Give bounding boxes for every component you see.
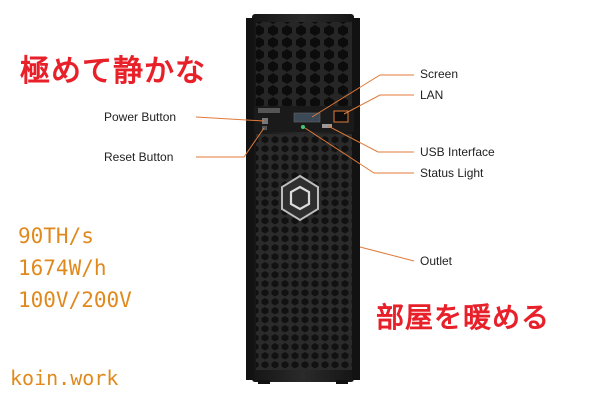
reset-button-icon bbox=[262, 126, 267, 130]
headline-bottom: 部屋を暖める bbox=[376, 301, 551, 334]
callout-outlet: Outlet bbox=[420, 254, 453, 268]
spec-hashrate: 90TH/s bbox=[18, 224, 94, 248]
upper-grille bbox=[256, 22, 352, 106]
device-foot-left bbox=[258, 380, 270, 384]
device-side-right bbox=[352, 18, 360, 380]
spec-power: 1674W/h bbox=[18, 256, 107, 280]
power-button-icon bbox=[262, 118, 268, 124]
callout-usb-interface: USB Interface bbox=[420, 145, 495, 159]
callout-lan: LAN bbox=[420, 88, 444, 102]
headline-top: 極めて静かな bbox=[20, 54, 206, 89]
spec-voltage: 100V/200V bbox=[18, 288, 132, 312]
status-light-icon bbox=[301, 125, 305, 129]
screen-icon bbox=[293, 112, 321, 123]
callout-screen: Screen bbox=[420, 67, 459, 81]
site-watermark: koin.work bbox=[10, 366, 119, 390]
usb-port-icon bbox=[322, 124, 332, 128]
device-foot-right bbox=[336, 380, 348, 384]
leader-lines bbox=[195, 74, 415, 262]
hexagon-emblem-icon bbox=[281, 174, 319, 222]
lower-grille bbox=[256, 134, 352, 370]
callout-power-button: Power Button bbox=[104, 110, 177, 124]
lan-port-icon bbox=[333, 110, 349, 123]
callout-status-light: Status Light bbox=[420, 166, 484, 180]
brand-logo bbox=[258, 108, 280, 113]
device-side-left bbox=[246, 18, 254, 380]
callout-reset-button: Reset Button bbox=[104, 150, 174, 164]
